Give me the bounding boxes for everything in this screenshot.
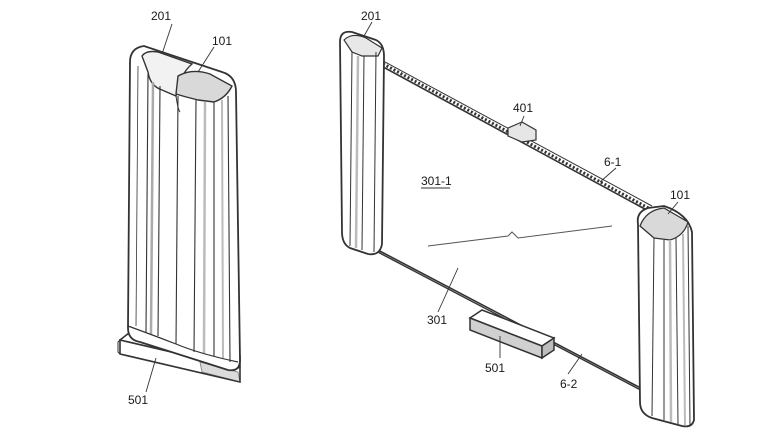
leader-201-left bbox=[161, 23, 173, 55]
extended-device: 201 401 301-1 6-1 101 301 501 6-2 bbox=[339, 9, 695, 428]
leader-6-2 bbox=[567, 353, 583, 375]
label-501-left: 501 bbox=[128, 393, 148, 407]
label-501-right: 501 bbox=[485, 361, 505, 375]
label-401: 401 bbox=[513, 101, 533, 115]
label-6-2: 6-2 bbox=[560, 377, 578, 391]
leader-401 bbox=[519, 115, 525, 127]
right-stand bbox=[468, 309, 556, 360]
right-left-housing bbox=[339, 30, 385, 256]
right-right-housing bbox=[636, 205, 695, 428]
label-101-right: 101 bbox=[670, 188, 690, 202]
label-301: 301 bbox=[427, 313, 447, 327]
display-panel bbox=[373, 55, 655, 398]
label-101-left: 101 bbox=[212, 34, 232, 48]
leader-501-left bbox=[145, 357, 157, 393]
leader-301 bbox=[437, 267, 459, 313]
leader-6-1 bbox=[599, 167, 617, 183]
label-301-1: 301-1 bbox=[421, 174, 452, 188]
label-201-right: 201 bbox=[361, 9, 381, 23]
leader-201-right bbox=[363, 21, 373, 37]
left-housing bbox=[127, 45, 241, 372]
leader-101-left bbox=[197, 46, 215, 73]
label-6-1: 6-1 bbox=[604, 155, 622, 169]
label-201-left: 201 bbox=[151, 9, 171, 23]
leader-101-right bbox=[667, 201, 679, 215]
closed-device: 201 101 501 bbox=[117, 9, 241, 407]
